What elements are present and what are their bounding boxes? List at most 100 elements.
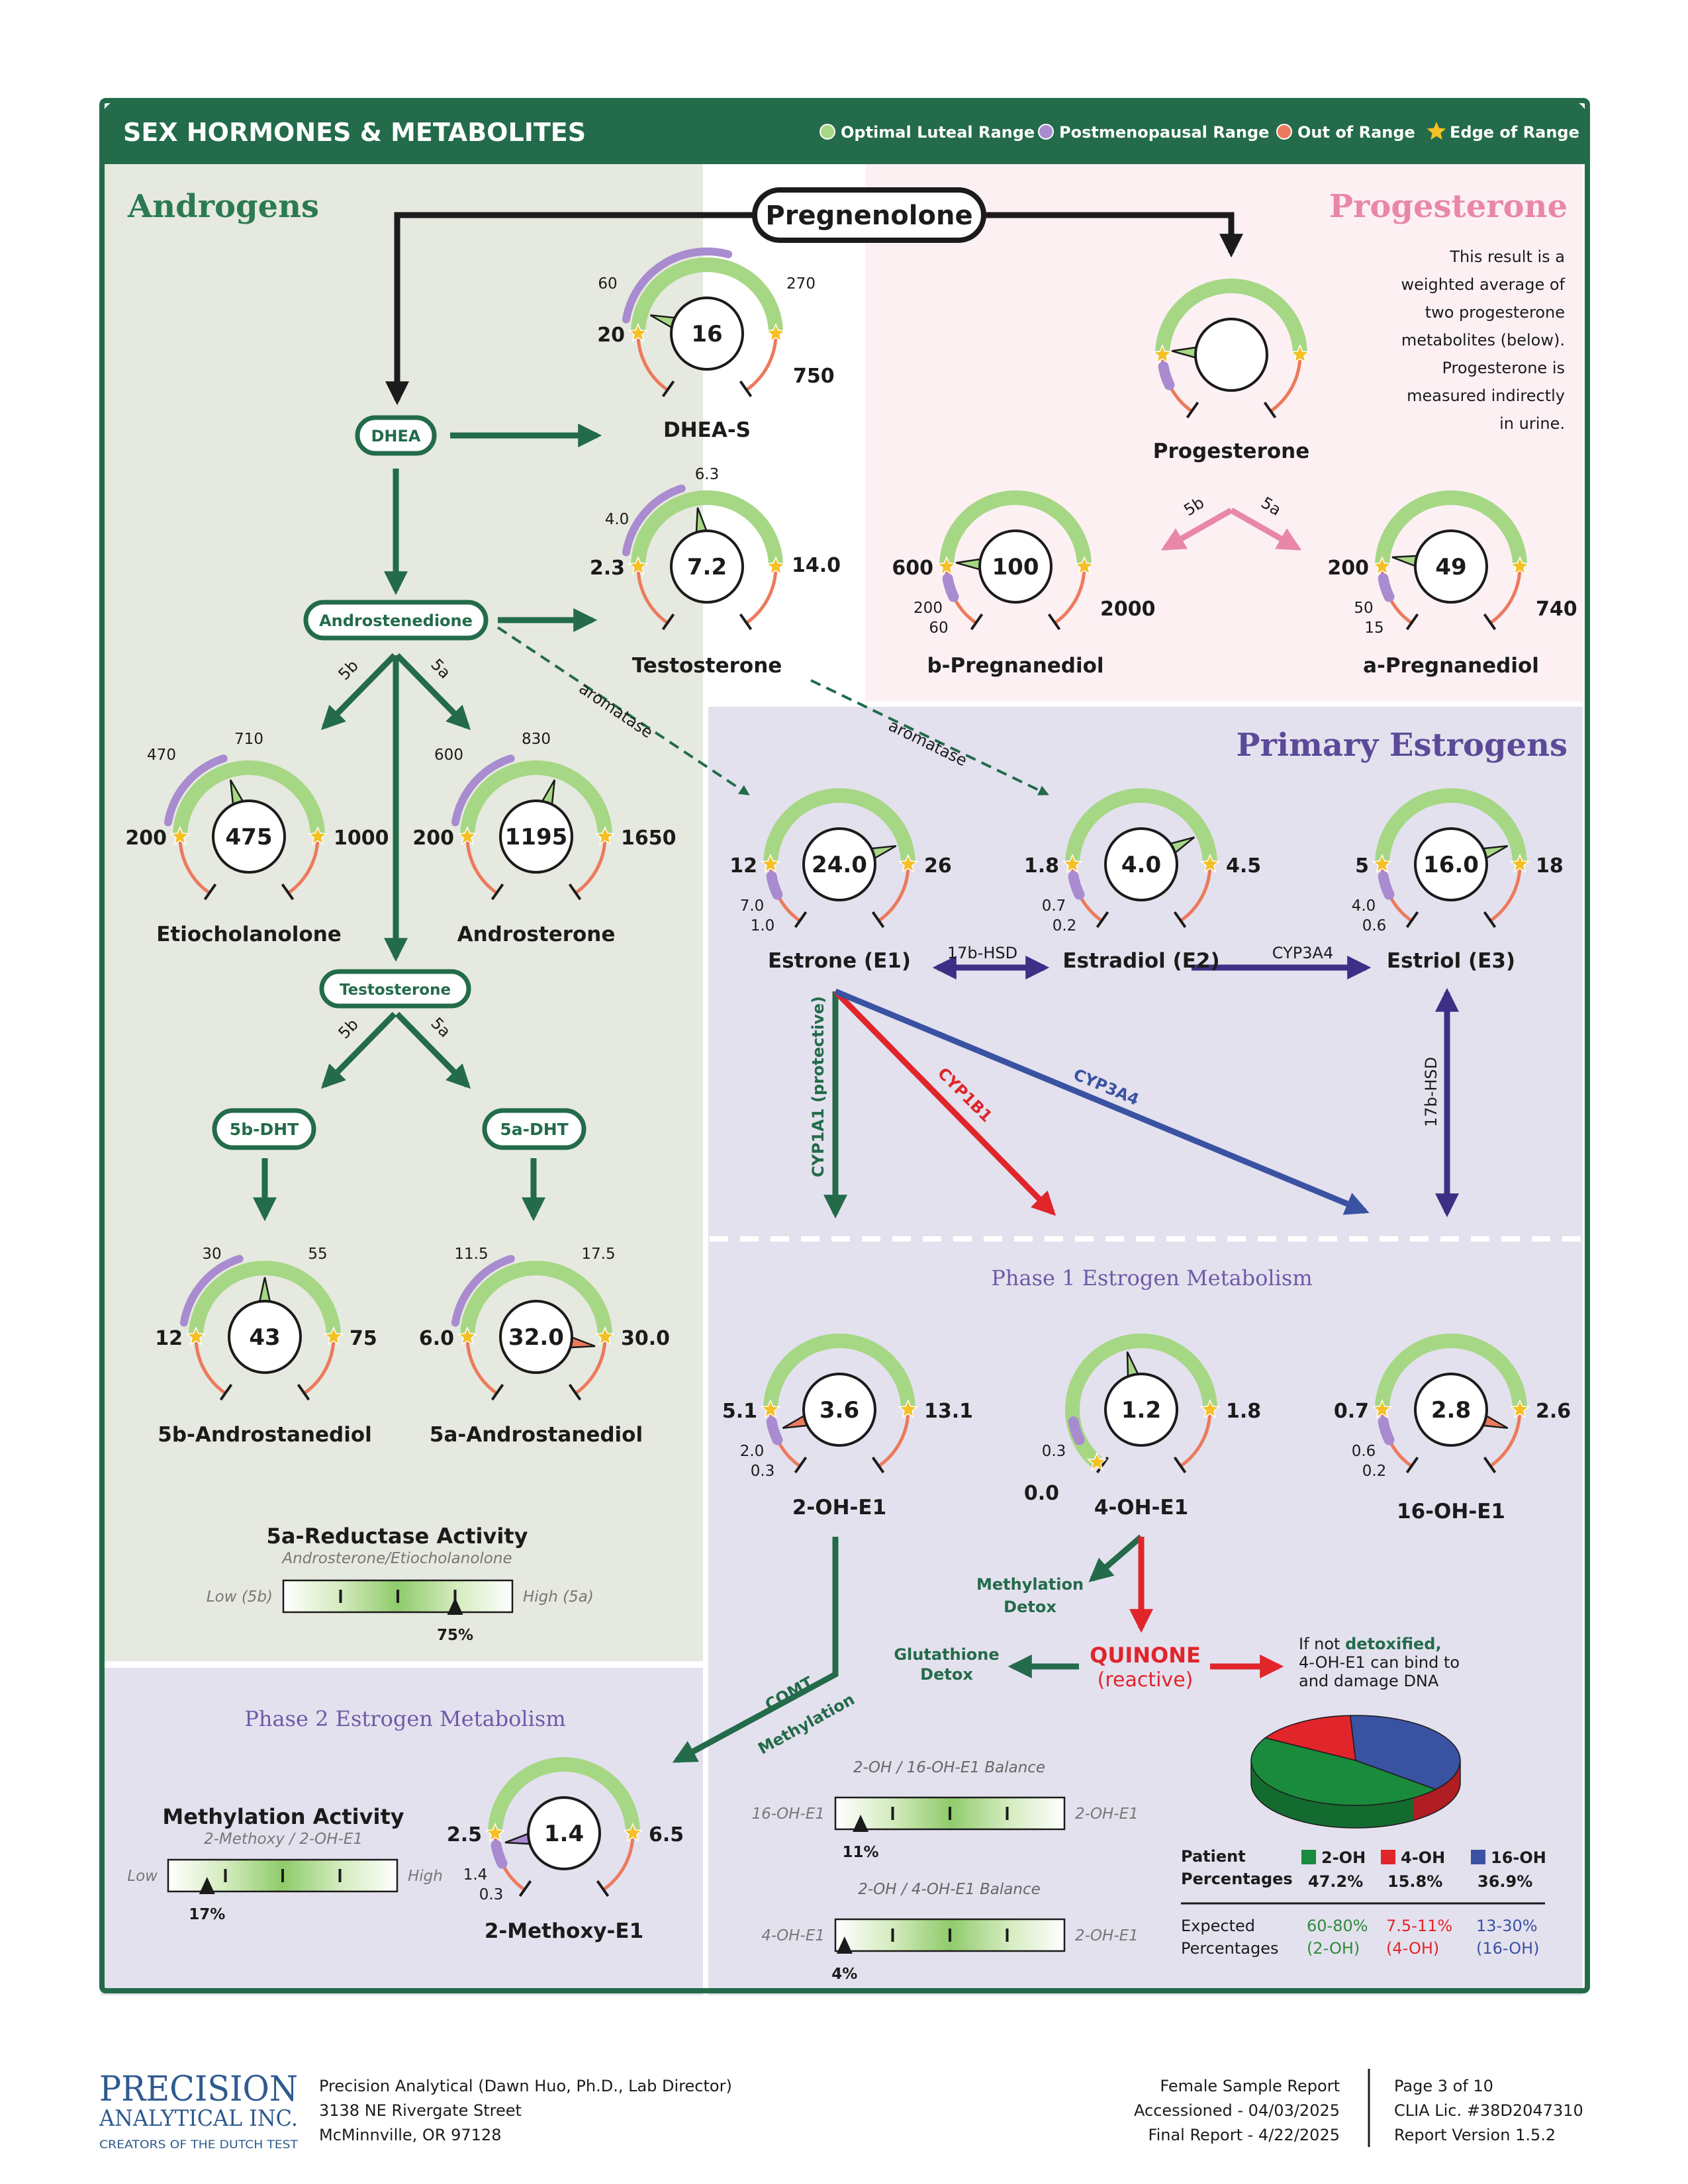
expected-pct-2-OH: 60-80% bbox=[1307, 1917, 1368, 1935]
edge-of-range-star-icon bbox=[1372, 854, 1393, 873]
postmenopausal-low-label: 4.0 bbox=[1352, 897, 1376, 915]
gauge-value: 2.8 bbox=[1431, 1397, 1471, 1424]
gauge-end-tick bbox=[1405, 911, 1419, 929]
gauge-name: 2-OH-E1 bbox=[792, 1496, 886, 1520]
progesterone-gauge: Progesterone bbox=[1152, 279, 1311, 463]
phase1-title: Phase 1 Estrogen Metabolism bbox=[991, 1265, 1312, 1291]
postmenopausal-high-label: 60 bbox=[929, 619, 948, 637]
report-type: Female Sample Report bbox=[1160, 2077, 1340, 2095]
primary-estrogens-title: Primary Estrogens bbox=[1236, 727, 1568, 764]
17b-hsd-vertical-label: 17b-HSD bbox=[1422, 1057, 1440, 1127]
pie-slice-4-OH bbox=[1264, 1715, 1356, 1761]
value-circle bbox=[1414, 529, 1488, 604]
gauge-value: 3.6 bbox=[820, 1397, 859, 1424]
edge-of-range-star-icon bbox=[760, 1399, 781, 1418]
value-circle bbox=[527, 1796, 601, 1870]
gauge-value: 1.4 bbox=[544, 1821, 584, 1847]
phase2-title: Phase 2 Estrogen Metabolism bbox=[244, 1706, 565, 1731]
postmenopausal-range-arc bbox=[622, 484, 686, 557]
gauge-end-tick bbox=[794, 911, 808, 929]
high-out-of-range-arc bbox=[1489, 566, 1522, 625]
postmenopausal-low-label: 0.3 bbox=[1042, 1443, 1066, 1460]
bar-title: 2-OH / 4-OH-E1 Balance bbox=[858, 1881, 1041, 1898]
bar-title: Methylation Activity bbox=[162, 1804, 404, 1829]
postmenopausal-high-label: 6.3 bbox=[695, 466, 720, 483]
5b-dht-node: 5b-DHT bbox=[212, 1108, 316, 1150]
svg-text:PRECISION: PRECISION bbox=[99, 2070, 298, 2109]
optimal-range-arc bbox=[1375, 490, 1527, 567]
gauge-end-tick bbox=[1483, 1456, 1497, 1474]
gauge-end-tick bbox=[518, 1880, 532, 1897]
svg-text:This result is a: This result is a bbox=[1449, 248, 1565, 266]
postmenopausal-low-label: 470 bbox=[147, 747, 176, 764]
gauge-name: 5a-Androstanediol bbox=[430, 1423, 643, 1447]
5a-dht-node: 5a-DHT bbox=[482, 1108, 586, 1150]
edge-of-range-star-icon bbox=[1372, 556, 1393, 575]
postmenopausal-range-arc bbox=[491, 1840, 508, 1869]
bar-value: 75% bbox=[437, 1627, 473, 1644]
patient-pct-16-OH: 36.9% bbox=[1477, 1872, 1532, 1891]
postmenopausal-high-label: 55 bbox=[308, 1246, 327, 1263]
optimal-range-arc bbox=[631, 490, 783, 567]
svg-text:ANALYTICAL INC.: ANALYTICAL INC. bbox=[99, 2105, 298, 2132]
postmenopausal-high-label: 15 bbox=[1364, 619, 1383, 637]
low-out-of-range-arc bbox=[465, 1336, 498, 1395]
postmenopausal-low-label: 50 bbox=[1354, 600, 1373, 617]
bar-value: 4% bbox=[831, 1966, 857, 1983]
legend-dot-icon bbox=[1276, 124, 1292, 140]
postmenopausal-high-label: 270 bbox=[786, 275, 816, 293]
page-number: Page 3 of 10 bbox=[1394, 2077, 1493, 2095]
progesterone-note: This result is a weighted average of two… bbox=[1401, 248, 1565, 433]
postmenopausal-high-label: 0.2 bbox=[1053, 917, 1077, 934]
expected-pct-4-OH: 7.5-11% bbox=[1386, 1917, 1452, 1935]
accessioned-date: Accessioned - 04/03/2025 bbox=[1134, 2101, 1340, 2120]
reductase-bar: 5a-Reductase ActivityAndrosterone/Etioch… bbox=[207, 1524, 594, 1644]
patient-label: Patient bbox=[1181, 1847, 1246, 1866]
low-range-label: 2.3 bbox=[590, 557, 625, 580]
high-range-label: 2000 bbox=[1100, 598, 1156, 621]
cyp1a1-label: CYP1A1 (protective) bbox=[809, 996, 827, 1177]
report-version: Report Version 1.5.2 bbox=[1394, 2126, 1556, 2144]
postmenopausal-low-label: 200 bbox=[914, 600, 943, 617]
value-circle bbox=[1104, 827, 1178, 901]
high-range-label: 1650 bbox=[621, 827, 677, 850]
svg-text:If not detoxified,: If not detoxified, bbox=[1299, 1635, 1442, 1653]
bar-right-label: High (5a) bbox=[523, 1588, 594, 1606]
postmenopausal-range-arc bbox=[1158, 361, 1175, 390]
gauge-value: 43 bbox=[249, 1324, 280, 1351]
patient-pct-2-OH: 47.2% bbox=[1308, 1872, 1363, 1891]
progesterone-title: Progesterone bbox=[1329, 188, 1568, 225]
legend-item-2: Out of Range bbox=[1276, 123, 1415, 142]
gauge-end-tick bbox=[491, 883, 504, 901]
edge-of-range-star-icon bbox=[765, 556, 786, 575]
postmenopausal-high-label: 1.0 bbox=[751, 917, 775, 934]
expected-pct-16-OH: 13-30% bbox=[1476, 1917, 1538, 1935]
optimal-range-arc bbox=[939, 490, 1092, 567]
gauge-end-tick bbox=[661, 380, 675, 398]
high-range-label: 750 bbox=[793, 365, 835, 388]
expected-sub-16-OH: (16-OH) bbox=[1476, 1939, 1540, 1958]
gauge-end-tick bbox=[1405, 1456, 1419, 1474]
postmenopausal-high-label: 0.6 bbox=[1362, 917, 1387, 934]
pregnenolone-to-progesterone-arrow bbox=[986, 212, 1243, 258]
gauge-name: DHEA-S bbox=[663, 418, 751, 442]
low-range-label: 200 bbox=[412, 827, 454, 850]
optimal-range-arc bbox=[763, 788, 915, 865]
postmenopausal-low-label: 4.0 bbox=[605, 511, 630, 528]
oh4-gauge: 1.20.01.80.34-OH-E1 bbox=[1024, 1334, 1261, 1520]
phase2-panel bbox=[101, 1668, 703, 1995]
postmenopausal-range-arc bbox=[1378, 1416, 1395, 1445]
edge-of-range-star-icon bbox=[594, 1326, 616, 1345]
bar-value: 11% bbox=[843, 1844, 879, 1861]
edge-of-range-star-icon bbox=[307, 826, 328, 845]
svg-text:Glutathione: Glutathione bbox=[894, 1645, 999, 1664]
edge-of-range-star-icon bbox=[1509, 1399, 1530, 1418]
value-circle bbox=[802, 1373, 876, 1447]
edge-of-range-star-icon bbox=[457, 1326, 478, 1345]
